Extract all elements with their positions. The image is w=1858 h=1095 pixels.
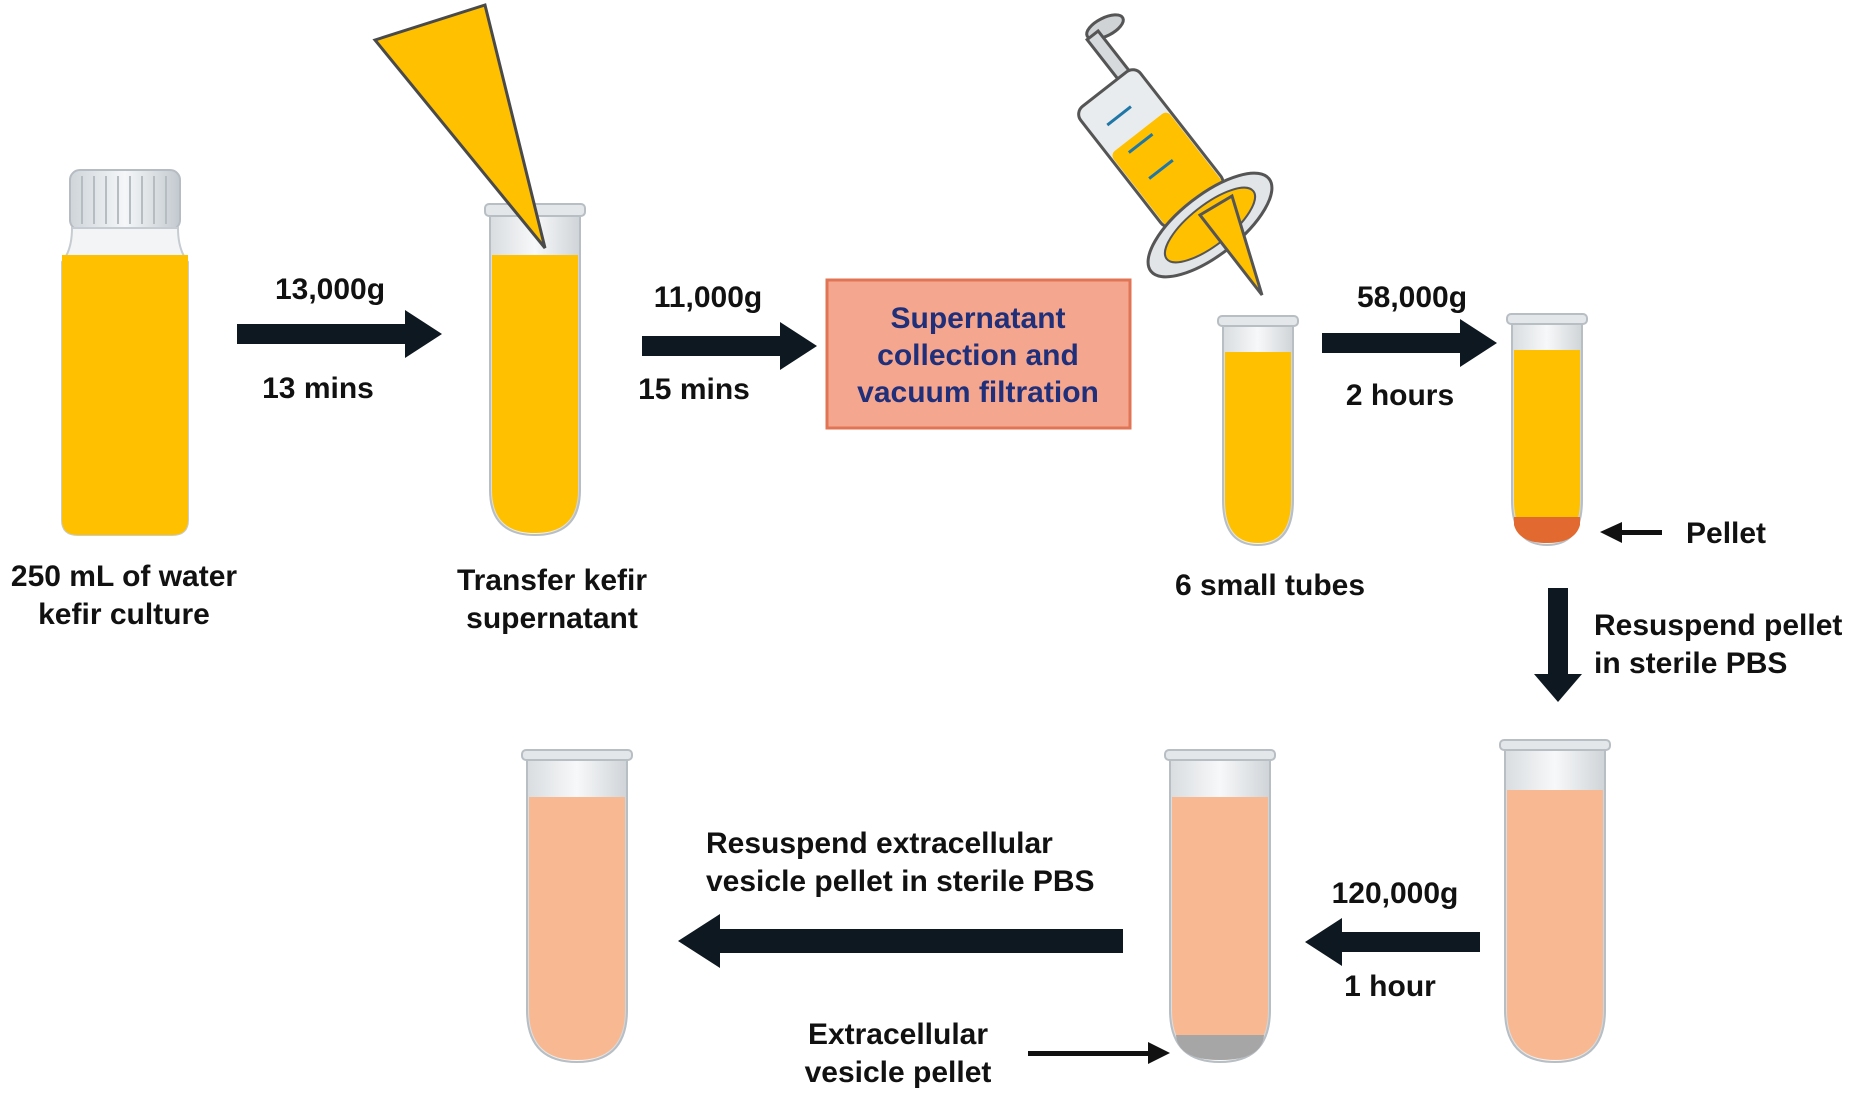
bottle-cap	[69, 169, 181, 231]
ev-pellet-mark	[1176, 1035, 1264, 1060]
bottle-label-line-1: 250 mL of water	[11, 560, 238, 593]
step3-speed: 58,000g	[1357, 281, 1467, 314]
filtration-box-line-3: vacuum filtration	[857, 376, 1099, 409]
arrow-step1	[237, 310, 442, 358]
filtration-box-line-1: Supernatant	[890, 302, 1065, 335]
ev-pellet-tube	[1164, 749, 1276, 1064]
ev-pellet-label-line-2: vesicle pellet	[805, 1056, 992, 1089]
small-tube	[1217, 315, 1299, 547]
arrow-step5	[678, 914, 1123, 968]
final-tube	[521, 749, 633, 1064]
step1-time: 13 mins	[262, 372, 374, 405]
pellet-label: Pellet	[1686, 517, 1766, 550]
kefir-culture-bottle	[61, 169, 189, 536]
step2-time: 15 mins	[638, 373, 750, 406]
pellet-tube	[1506, 313, 1588, 547]
bottle-label-line-2: kefir culture	[38, 598, 210, 631]
syringe-icon	[1077, 13, 1274, 296]
arrow-step3	[1322, 319, 1497, 367]
small-tubes-label: 6 small tubes	[1175, 569, 1365, 602]
step3-time: 2 hours	[1346, 379, 1454, 412]
resuspend-pbs-line-2: in sterile PBS	[1594, 647, 1787, 680]
supernatant-tube	[484, 203, 586, 537]
transfer-label-line-2: supernatant	[466, 602, 638, 635]
filtration-box: Supernatant collection and vacuum filtra…	[825, 278, 1132, 430]
bottle-cap-ridges	[81, 176, 167, 224]
resuspend-ev-line-2: vesicle pellet in sterile PBS	[706, 865, 1095, 898]
resuspended-tube	[1499, 739, 1611, 1064]
bottle-liquid	[62, 255, 188, 535]
pellet-mark	[1514, 517, 1580, 543]
arrow-step2	[642, 322, 817, 370]
pellet-pointer-arrow	[1600, 522, 1662, 543]
transfer-label-line-1: Transfer kefir	[457, 564, 647, 597]
resuspend-ev-line-1: Resuspend extracellular	[706, 827, 1053, 860]
step4-speed: 120,000g	[1332, 877, 1459, 910]
arrow-step4	[1305, 918, 1480, 966]
arrow-down	[1534, 588, 1582, 702]
step1-speed: 13,000g	[275, 273, 385, 306]
step4-time: 1 hour	[1344, 970, 1436, 1003]
ev-pellet-label-line-1: Extracellular	[808, 1018, 988, 1051]
resuspend-pbs-line-1: Resuspend pellet	[1594, 609, 1842, 642]
pipette-tip-icon	[372, 3, 547, 249]
ev-pellet-pointer-arrow	[1028, 1042, 1170, 1064]
filtration-box-line-2: collection and	[877, 339, 1079, 372]
step2-speed: 11,000g	[654, 281, 762, 314]
